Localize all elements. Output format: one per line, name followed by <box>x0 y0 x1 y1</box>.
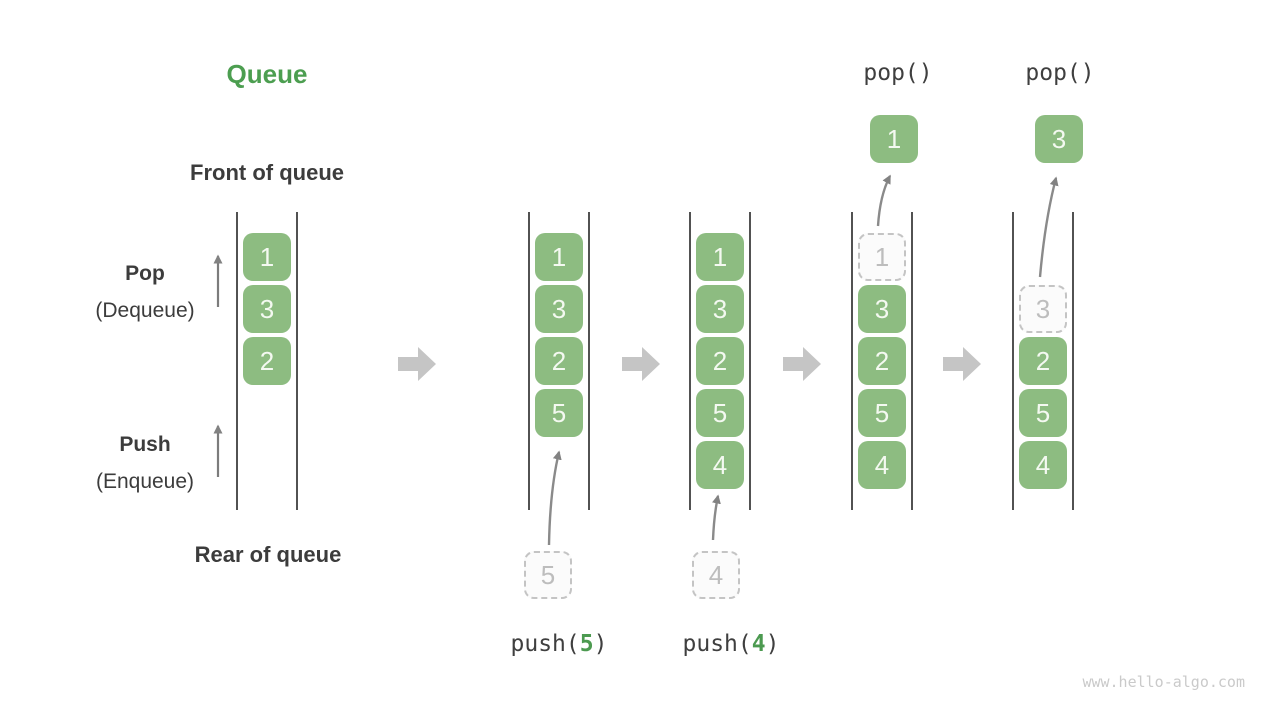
queue4-popped-cell: 1 <box>870 115 918 163</box>
queue5-cell: 4 <box>1019 441 1067 489</box>
push-call-label-1: push(5) <box>511 631 608 657</box>
dequeue-label: (Dequeue) <box>95 299 195 322</box>
push-call-label-2: push(4) <box>683 631 780 657</box>
queue5-left-rail <box>1012 212 1014 510</box>
queue3-left-rail <box>689 212 691 510</box>
push4-arrow-icon <box>711 494 721 541</box>
pop1-arrow-icon <box>876 174 892 227</box>
queue1-cell: 1 <box>243 233 291 281</box>
transition-arrow-icon <box>622 347 660 381</box>
push-call-prefix: push( <box>510 631 580 657</box>
transition-arrow-icon <box>398 347 436 381</box>
queue4-removed-cell: 1 <box>858 233 906 281</box>
queue4-right-rail <box>911 212 913 510</box>
queue5-cell: 5 <box>1019 389 1067 437</box>
queue2-cell: 5 <box>535 389 583 437</box>
push-label: Push <box>119 433 171 456</box>
queue2-cell: 1 <box>535 233 583 281</box>
watermark: www.hello-algo.com <box>1082 673 1245 691</box>
queue3-cell: 1 <box>696 233 744 281</box>
queue2-cell: 2 <box>535 337 583 385</box>
push-call-close: ) <box>765 631 780 657</box>
queue2-left-rail <box>528 212 530 510</box>
push-call-arg: 4 <box>751 631 766 657</box>
pop3-arrow-icon <box>1038 176 1059 278</box>
transition-arrow-icon <box>943 347 981 381</box>
queue4-cell: 5 <box>858 389 906 437</box>
transition-arrow-icon <box>783 347 821 381</box>
queue2-incoming-cell: 5 <box>524 551 572 599</box>
queue1-left-rail <box>236 212 238 510</box>
queue5-popped-cell: 3 <box>1035 115 1083 163</box>
pop-label: Pop <box>125 262 165 285</box>
queue5-cell: 2 <box>1019 337 1067 385</box>
queue3-incoming-cell: 4 <box>692 551 740 599</box>
front-of-queue-label: Front of queue <box>190 160 344 185</box>
queue3-cell: 4 <box>696 441 744 489</box>
queue4-cell: 3 <box>858 285 906 333</box>
diagram-title: Queue <box>226 59 308 89</box>
push5-arrow-icon <box>547 450 562 546</box>
queue2-right-rail <box>588 212 590 510</box>
pop-call-label-2: pop() <box>1025 60 1095 86</box>
queue1-cell: 3 <box>243 285 291 333</box>
push-call-arg: 5 <box>579 631 594 657</box>
queue1-cell: 2 <box>243 337 291 385</box>
queue2-cell: 3 <box>535 285 583 333</box>
queue5-right-rail <box>1072 212 1074 510</box>
queue5-removed-cell: 3 <box>1019 285 1067 333</box>
rear-of-queue-label: Rear of queue <box>194 542 342 567</box>
queue4-cell: 2 <box>858 337 906 385</box>
push-call-close: ) <box>593 631 608 657</box>
queue3-right-rail <box>749 212 751 510</box>
pop-call-label-1: pop() <box>863 60 933 86</box>
queue1-right-rail <box>296 212 298 510</box>
queue3-cell: 5 <box>696 389 744 437</box>
queue4-left-rail <box>851 212 853 510</box>
push-call-prefix: push( <box>682 631 752 657</box>
queue3-cell: 2 <box>696 337 744 385</box>
queue4-cell: 4 <box>858 441 906 489</box>
enqueue-label: (Enqueue) <box>95 470 195 493</box>
queue3-cell: 3 <box>696 285 744 333</box>
